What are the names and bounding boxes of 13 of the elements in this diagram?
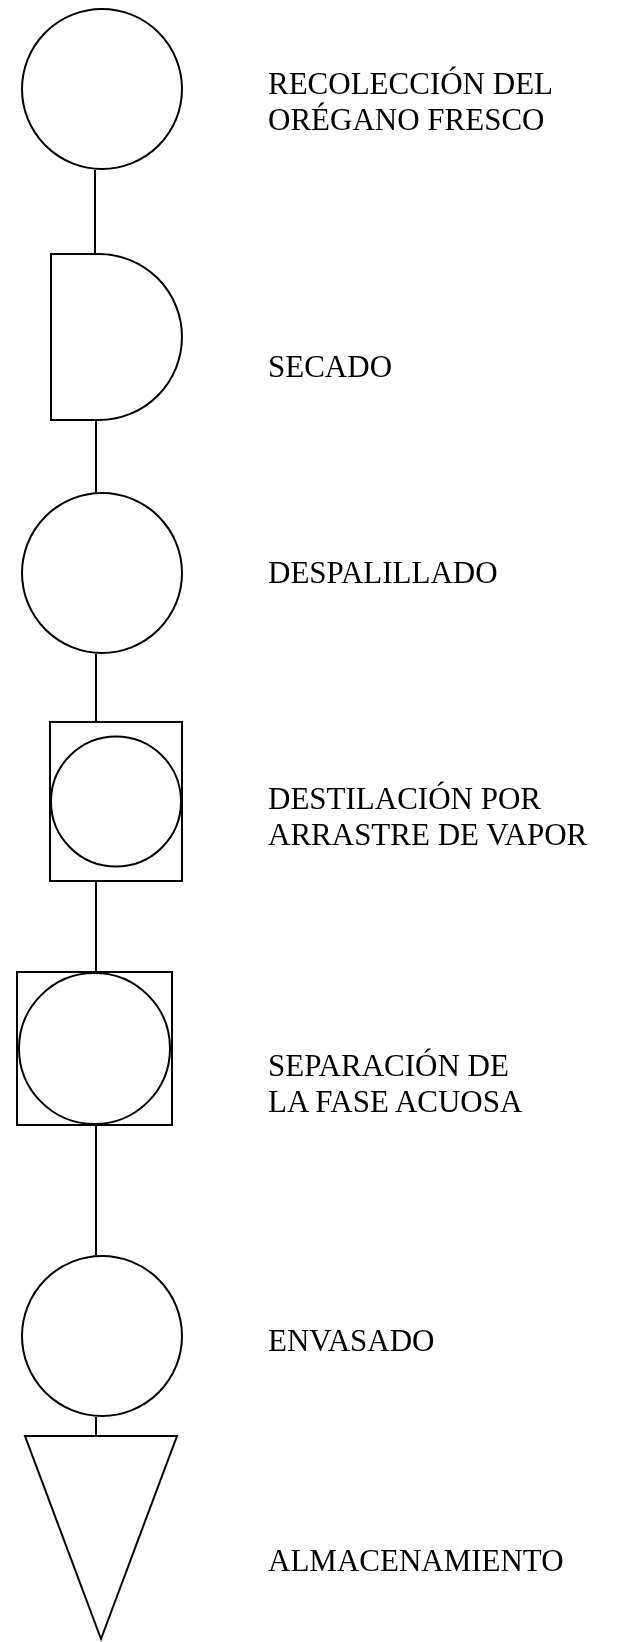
step-label: SEPARACIÓN DE LA FASE ACUOSA	[268, 1048, 524, 1120]
step-label: ALMACENAMIENTO	[268, 1543, 565, 1579]
connector-line	[95, 653, 97, 722]
connector-line	[95, 1125, 97, 1256]
connector-line	[95, 420, 97, 493]
connector-line	[95, 1416, 97, 1436]
step-label: DESPALILLADO	[268, 555, 499, 591]
step-label: RECOLECCIÓN DEL ORÉGANO FRESCO	[268, 66, 553, 138]
step-label: DESTILACIÓN POR ARRASTRE DE VAPOR	[268, 781, 589, 853]
step-label: ENVASADO	[268, 1323, 436, 1359]
step-label: SECADO	[268, 349, 393, 385]
connector-line	[95, 881, 97, 972]
connector-line	[94, 169, 96, 254]
